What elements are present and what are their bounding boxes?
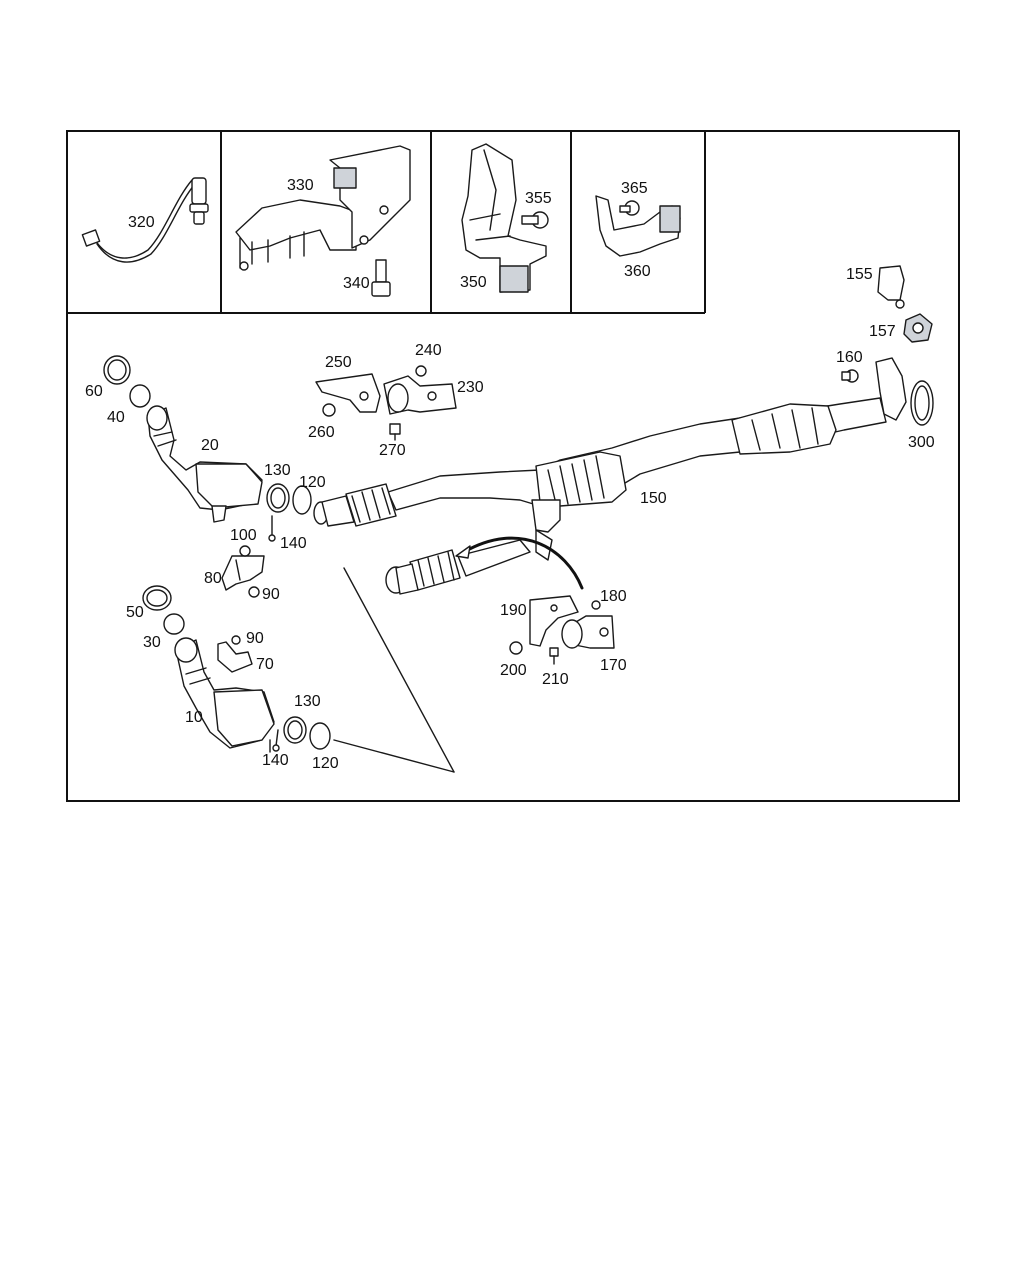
label-50: 50 <box>126 604 144 621</box>
label-160: 160 <box>836 349 863 366</box>
label-20: 20 <box>201 437 219 454</box>
gasket-30-part <box>163 613 185 635</box>
label-140-lower: 140 <box>262 752 289 769</box>
label-155: 155 <box>846 266 873 283</box>
label-350: 350 <box>460 274 487 291</box>
clamp-60-part <box>103 355 131 385</box>
label-10: 10 <box>185 709 203 726</box>
nut-200-part <box>509 641 523 655</box>
label-120-upper: 120 <box>299 474 326 491</box>
hanger-170-part <box>561 615 615 649</box>
label-330: 330 <box>287 177 314 194</box>
label-130-lower: 130 <box>294 693 321 710</box>
bolt-270-part <box>389 423 401 441</box>
nut-100-part <box>239 545 251 557</box>
label-190: 190 <box>500 602 527 619</box>
leader-lines <box>333 567 455 773</box>
rubber-mount-157-part <box>903 313 933 343</box>
bracket-190-part <box>529 595 579 647</box>
label-355: 355 <box>525 190 552 207</box>
clamp-130-upper-part <box>266 483 290 513</box>
nut-240-part <box>415 365 427 377</box>
part-labels: 320 330 340 355 350 365 360 155 157 160 … <box>85 177 935 772</box>
diagram-frame <box>66 130 960 802</box>
label-60: 60 <box>85 383 103 400</box>
catalytic-converter-20-part <box>146 405 263 523</box>
bracket-70-part <box>217 641 253 673</box>
gasket-300-part <box>910 380 934 426</box>
label-320: 320 <box>128 214 155 231</box>
label-260: 260 <box>308 424 335 441</box>
label-210: 210 <box>542 671 569 688</box>
label-70: 70 <box>256 656 274 673</box>
flex-section-lower-part <box>385 539 531 595</box>
gasket-40-part <box>129 384 151 408</box>
bolt-340-part <box>371 259 391 297</box>
nut-90-lower-part <box>231 635 241 645</box>
label-80: 80 <box>204 570 222 587</box>
gasket-120-lower-part <box>309 722 331 750</box>
bracket-80-part <box>221 555 265 591</box>
gasket-120-upper-part <box>292 485 312 515</box>
label-30: 30 <box>143 634 161 651</box>
label-300: 300 <box>908 434 935 451</box>
label-130-upper: 130 <box>264 462 291 479</box>
bolt-365-part <box>619 200 640 216</box>
bolt-355-part <box>521 211 549 229</box>
routing-arrow <box>462 536 584 590</box>
label-170: 170 <box>600 657 627 674</box>
hanger-155-part <box>877 265 905 309</box>
flange-160-part <box>841 357 907 421</box>
heat-shield-350-part <box>461 143 547 293</box>
clamp-50-part <box>142 585 172 611</box>
label-90-upper: 90 <box>262 586 280 603</box>
label-360: 360 <box>624 263 651 280</box>
label-270: 270 <box>379 442 406 459</box>
oxygen-sensor-part <box>81 177 209 263</box>
label-250: 250 <box>325 354 352 371</box>
bolt-210-part <box>549 647 559 665</box>
nut-180-part <box>591 600 601 610</box>
label-230: 230 <box>457 379 484 396</box>
nut-260-part <box>322 403 336 417</box>
label-157: 157 <box>869 323 896 340</box>
label-100: 100 <box>230 527 257 544</box>
hanger-230-part <box>383 375 457 415</box>
flex-section-upper-part <box>313 483 397 527</box>
label-200: 200 <box>500 662 527 679</box>
label-40: 40 <box>107 409 125 426</box>
label-340: 340 <box>343 275 370 292</box>
label-365: 365 <box>621 180 648 197</box>
main-exhaust-pipe-150-part <box>387 397 887 561</box>
label-90-lower: 90 <box>246 630 264 647</box>
bracket-360-part <box>595 195 681 257</box>
label-150: 150 <box>640 490 667 507</box>
bracket-330-part <box>235 145 411 271</box>
label-140-upper: 140 <box>280 535 307 552</box>
label-240: 240 <box>415 342 442 359</box>
catalytic-converter-10-part <box>174 637 275 753</box>
bolt-140-lower-part <box>272 729 280 752</box>
nut-90-upper-part <box>248 586 260 598</box>
label-180: 180 <box>600 588 627 605</box>
bolt-140-upper-part <box>268 515 276 542</box>
bracket-250-part <box>315 373 381 413</box>
clamp-130-lower-part <box>283 716 307 744</box>
label-120-lower: 120 <box>312 755 339 772</box>
routing-arrow-head <box>455 545 471 559</box>
